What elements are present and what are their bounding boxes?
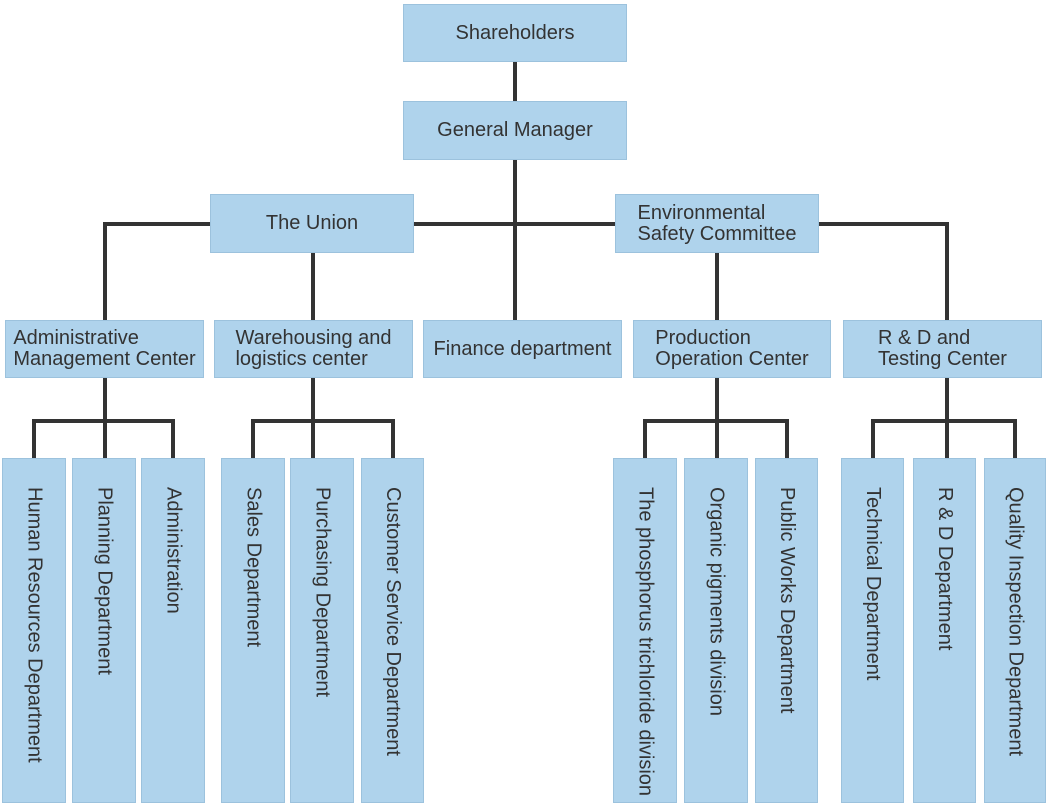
connector-line bbox=[871, 419, 1017, 423]
node-label: Customer Service Department bbox=[382, 487, 404, 756]
connector-line bbox=[251, 419, 395, 423]
connector-line bbox=[945, 378, 949, 458]
connector-line bbox=[1013, 419, 1017, 458]
node-technical-department: Technical Department bbox=[841, 458, 904, 803]
node-purchasing-department: Purchasing Department bbox=[290, 458, 354, 803]
connector-line bbox=[32, 419, 36, 458]
connector-line bbox=[643, 419, 789, 423]
node-label: The Union bbox=[265, 212, 359, 234]
node-label: Shareholders bbox=[455, 21, 575, 44]
node-customer-service-department: Customer Service Department bbox=[361, 458, 424, 803]
node-label: Purchasing Department bbox=[311, 487, 334, 698]
node-label: Finance department bbox=[433, 337, 612, 360]
node-label: Administrative Management Center bbox=[13, 327, 196, 370]
node-label: Quality Inspection Department bbox=[1004, 487, 1027, 757]
node-rd-testing-center: R & D and Testing Center bbox=[843, 320, 1042, 378]
node-organic-pigments-division: Organic pigments division bbox=[684, 458, 748, 803]
node-label: The phosphorus trichloride division bbox=[634, 487, 657, 797]
connector-line bbox=[871, 419, 875, 458]
connector-line bbox=[785, 419, 789, 458]
node-production-operation-center: Production Operation Center bbox=[633, 320, 831, 378]
node-label: Human Resources Department bbox=[23, 487, 46, 763]
node-rd-department: R & D Department bbox=[913, 458, 976, 803]
connector-line bbox=[32, 419, 175, 423]
node-administrative-management-center: Administrative Management Center bbox=[5, 320, 204, 378]
node-planning-department: Planning Department bbox=[72, 458, 136, 803]
node-shareholders: Shareholders bbox=[403, 4, 627, 62]
node-label: R & D Department bbox=[934, 487, 956, 651]
node-label: R & D and Testing Center bbox=[878, 327, 1007, 370]
connector-line bbox=[251, 419, 255, 458]
node-general-manager: General Manager bbox=[403, 101, 627, 160]
node-warehousing-logistics-center: Warehousing and logistics center bbox=[214, 320, 413, 378]
connector-line bbox=[171, 419, 175, 458]
connector-line bbox=[391, 419, 395, 458]
node-finance-department: Finance department bbox=[423, 320, 622, 378]
connector-line bbox=[311, 253, 315, 320]
connector-line bbox=[103, 378, 107, 458]
connector-line bbox=[103, 222, 107, 320]
node-label: Sales Department bbox=[242, 487, 265, 648]
node-label: Public Works Department bbox=[776, 487, 798, 714]
node-human-resources-department: Human Resources Department bbox=[2, 458, 66, 803]
node-quality-inspection-department: Quality Inspection Department bbox=[984, 458, 1046, 803]
connector-line bbox=[715, 253, 719, 320]
connector-line bbox=[311, 378, 315, 458]
node-administration: Administration bbox=[141, 458, 205, 803]
node-label: General Manager bbox=[437, 119, 593, 141]
connector-line bbox=[643, 419, 647, 458]
connector-line bbox=[945, 222, 949, 320]
node-label: Organic pigments division bbox=[705, 487, 728, 716]
node-label: Production Operation Center bbox=[655, 327, 809, 370]
connector-line bbox=[513, 62, 517, 101]
node-label: Administration bbox=[162, 487, 185, 614]
node-label: Planning Department bbox=[93, 487, 116, 675]
node-phosphorus-trichloride-division: The phosphorus trichloride division bbox=[613, 458, 677, 803]
connector-line bbox=[513, 160, 517, 320]
node-label: Technical Department bbox=[862, 487, 884, 681]
node-environmental-safety-committee: Environmental Safety Committee bbox=[615, 194, 819, 253]
node-sales-department: Sales Department bbox=[221, 458, 285, 803]
node-label: Environmental Safety Committee bbox=[637, 201, 797, 245]
node-public-works-department: Public Works Department bbox=[755, 458, 818, 803]
node-the-union: The Union bbox=[210, 194, 414, 253]
connector-line bbox=[103, 222, 949, 226]
node-label: Warehousing and logistics center bbox=[235, 327, 392, 370]
connector-line bbox=[715, 378, 719, 458]
